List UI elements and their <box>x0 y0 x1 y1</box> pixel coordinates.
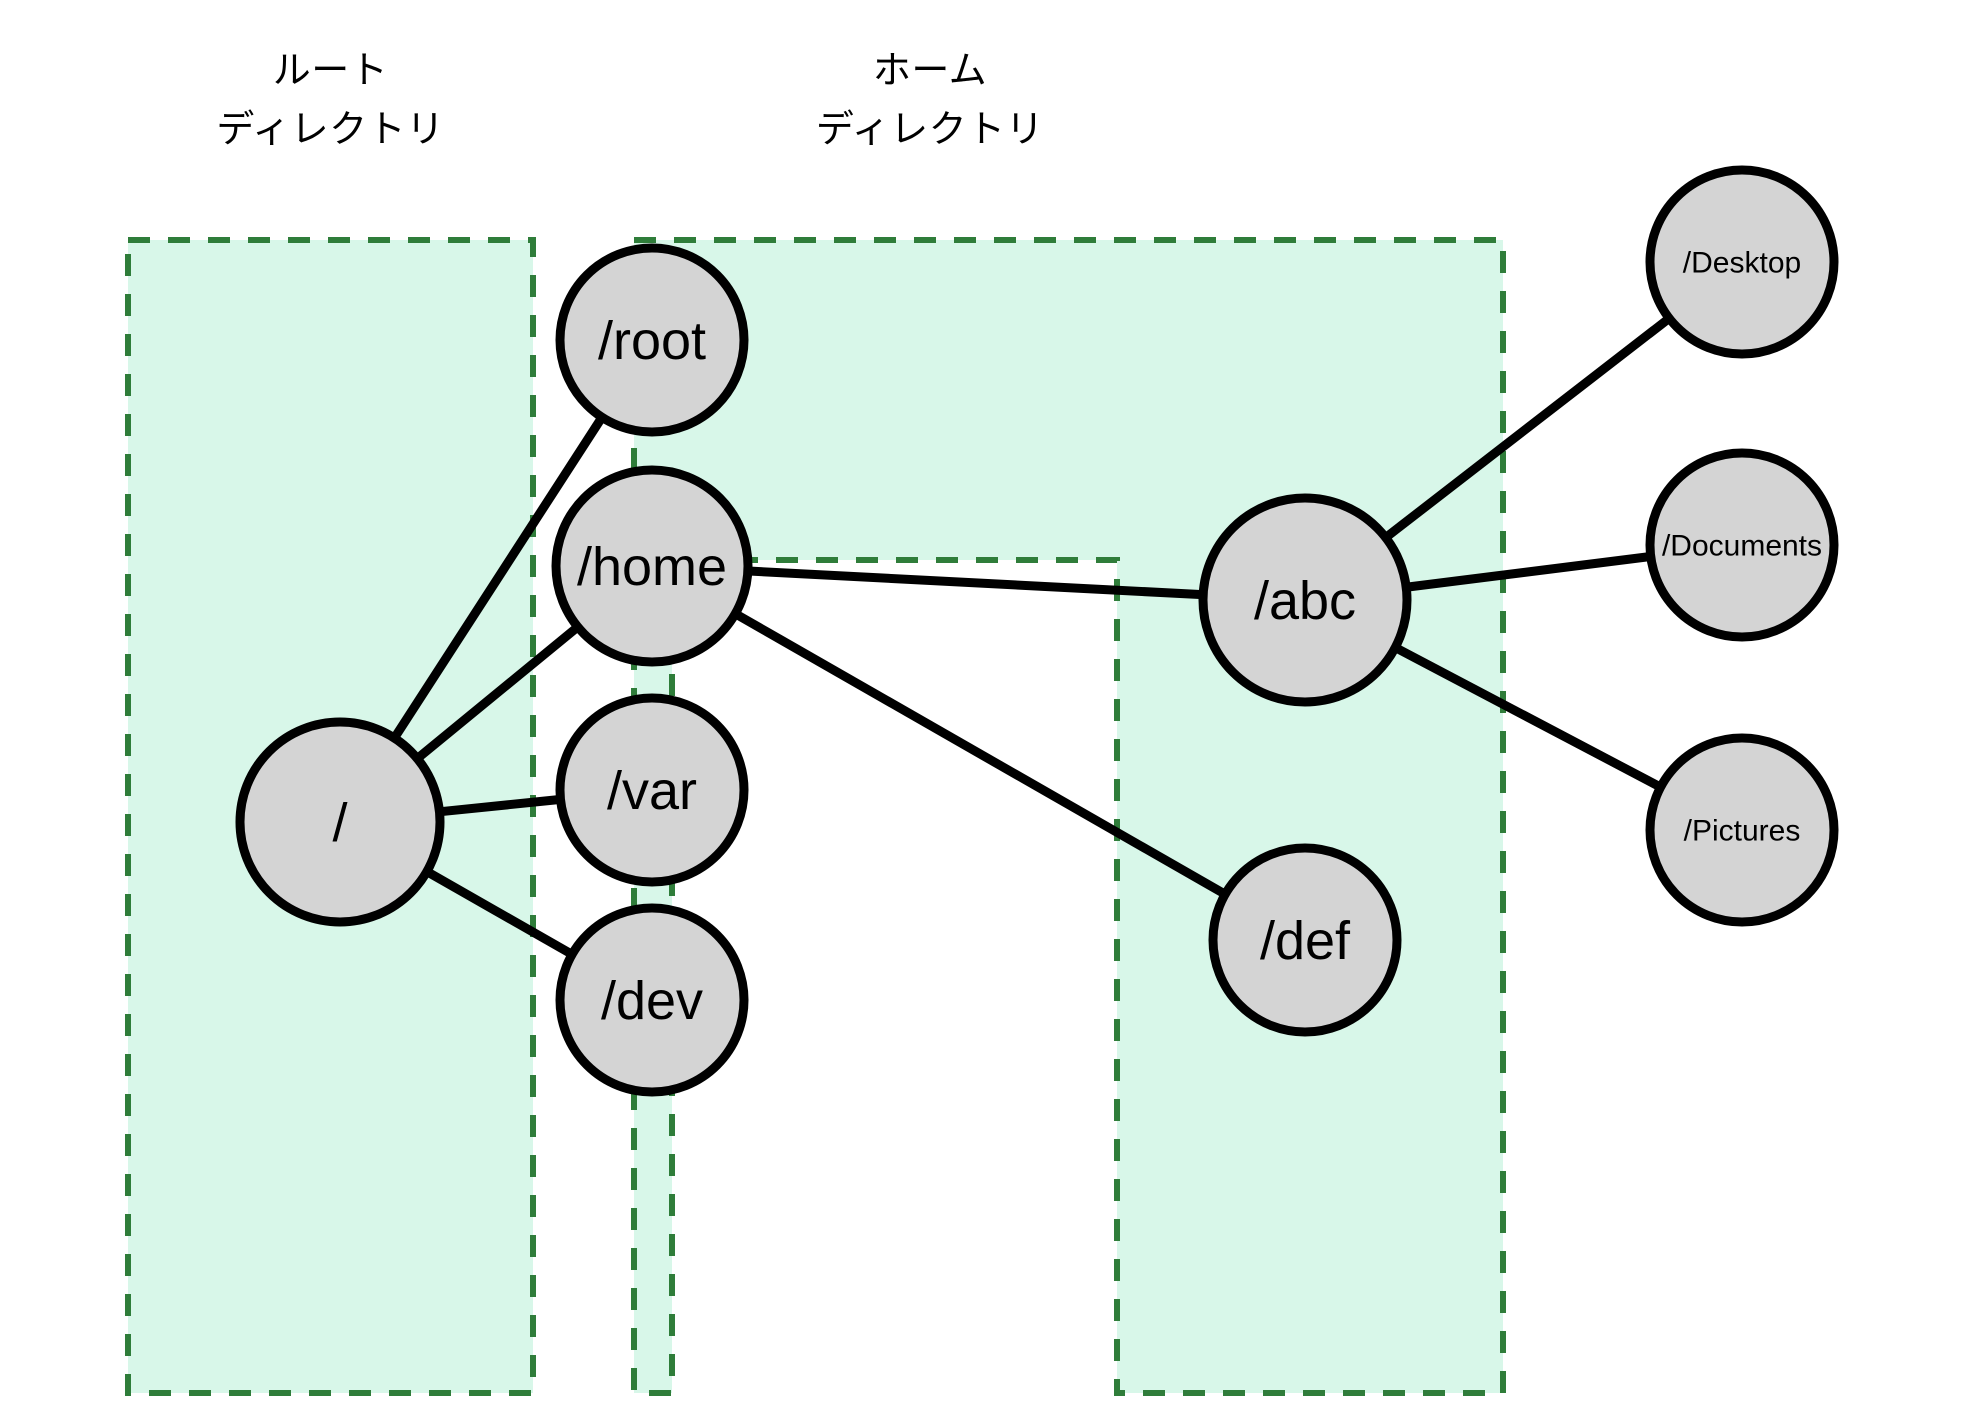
edge-root-to-rootdir <box>388 411 608 744</box>
edge-home-to-def <box>729 607 1231 901</box>
node-label-root-dir: /root <box>598 311 706 371</box>
node-root[interactable]: / <box>235 717 445 927</box>
node-label-dev: /dev <box>601 971 703 1031</box>
edge-abc-to-documents <box>1401 551 1656 593</box>
edge-home-to-abc <box>743 566 1208 600</box>
node-shape-documents <box>1645 448 1839 642</box>
node-label-desktop: /Desktop <box>1683 247 1801 280</box>
node-dev[interactable]: /dev <box>555 903 749 1097</box>
node-shape-def <box>1208 843 1402 1037</box>
node-shape-pictures <box>1645 733 1839 927</box>
node-shape-home <box>551 465 753 667</box>
node-label-root: / <box>332 793 347 853</box>
node-shape-root-dir <box>555 243 749 437</box>
edge-root-to-dev <box>421 865 578 961</box>
node-desktop[interactable]: /Desktop <box>1645 165 1839 359</box>
node-label-var: /var <box>607 761 697 821</box>
group-label-home-directory: ホーム ディレクトリ <box>815 50 1045 151</box>
node-label-pictures: /Pictures <box>1684 815 1801 848</box>
node-label-documents: /Documents <box>1662 530 1822 563</box>
edge-root-to-var <box>435 794 565 817</box>
node-var[interactable]: /var <box>555 693 749 887</box>
node-root-dir[interactable]: /root <box>555 243 749 437</box>
node-home[interactable]: /home <box>551 465 753 667</box>
node-shape-dev <box>555 903 749 1097</box>
edge-abc-to-pictures <box>1389 641 1667 793</box>
edge-root-to-home <box>411 620 584 765</box>
node-label-home: /home <box>577 537 727 597</box>
node-shape-desktop <box>1645 165 1839 359</box>
node-pictures[interactable]: /Pictures <box>1645 733 1839 927</box>
node-label-abc: /abc <box>1254 571 1356 631</box>
node-shape-root <box>235 717 445 927</box>
node-abc[interactable]: /abc <box>1198 493 1412 707</box>
node-def[interactable]: /def <box>1208 843 1402 1037</box>
node-documents[interactable]: /Documents <box>1645 448 1839 642</box>
node-shape-abc <box>1198 493 1412 707</box>
node-shape-var <box>555 693 749 887</box>
node-label-def: /def <box>1260 911 1351 971</box>
edge-abc-to-desktop <box>1379 312 1676 544</box>
group-label-root-directory: ルート ディレクトリ <box>216 50 445 151</box>
